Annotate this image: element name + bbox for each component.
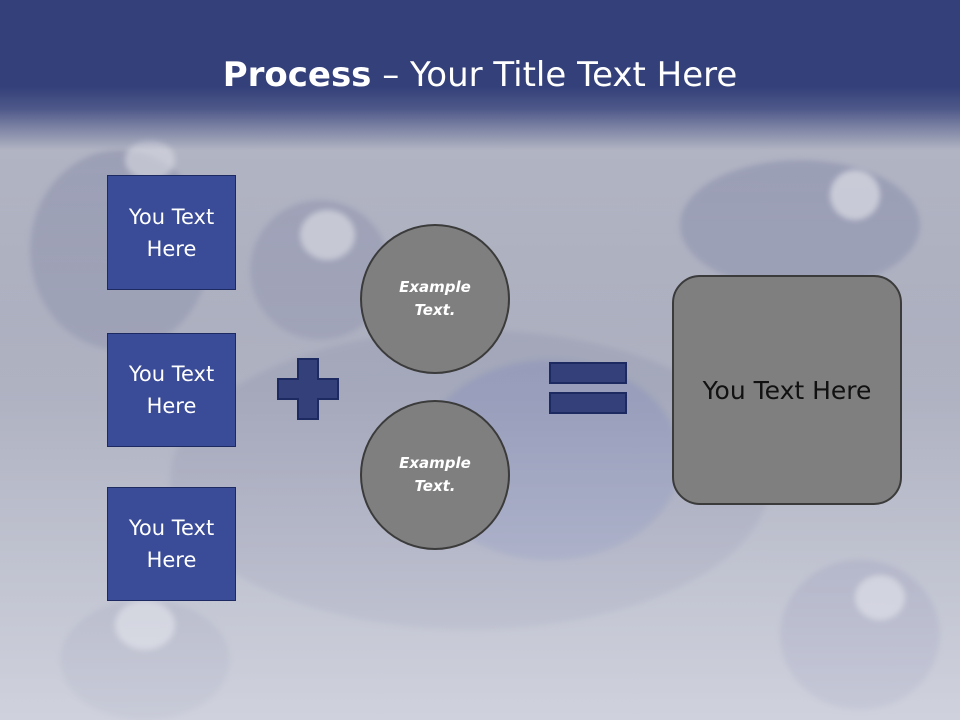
text-box-1-label: You Text Here xyxy=(128,204,215,261)
example-circle-2[interactable]: Example Text. xyxy=(360,400,510,550)
text-box-3[interactable]: You Text Here xyxy=(107,487,236,601)
text-box-2-label: You Text Here xyxy=(128,362,215,418)
title-bar xyxy=(0,0,960,150)
example-circle-1[interactable]: Example Text. xyxy=(360,224,510,374)
equals-icon xyxy=(549,362,627,414)
text-box-1[interactable]: You Text Here xyxy=(107,175,236,290)
text-box-2[interactable]: You Text Here xyxy=(107,333,236,447)
text-box-3-label: You Text Here xyxy=(128,516,215,572)
result-box-label: You Text Here xyxy=(702,375,872,405)
title-bold: Process xyxy=(222,55,372,95)
plus-icon xyxy=(277,358,339,420)
title-rest: – Your Title Text Here xyxy=(371,55,738,95)
example-circle-2-label: Example Text. xyxy=(399,454,471,495)
slide-title[interactable]: Process – Your Title Text Here xyxy=(0,52,960,98)
result-box[interactable]: You Text Here xyxy=(672,275,902,505)
example-circle-1-label: Example Text. xyxy=(399,278,471,319)
